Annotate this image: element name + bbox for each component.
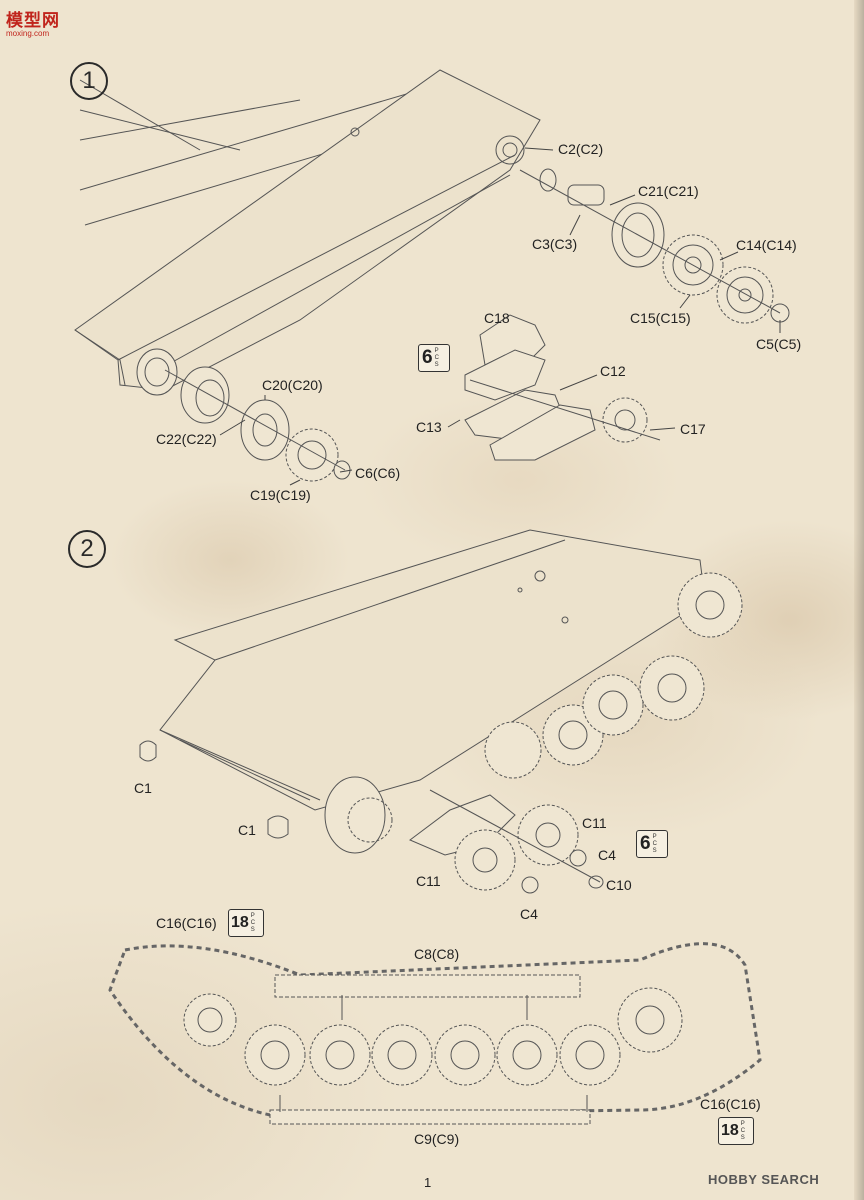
watermark: HOBBY SEARCH	[708, 1172, 820, 1187]
part-label-c3: C3(C3)	[532, 236, 578, 252]
part-label-c19: C19(C19)	[250, 487, 311, 503]
pcs-count: 18	[721, 1122, 739, 1139]
track-illustration	[108, 942, 762, 1125]
part-label-c2: C2(C2)	[558, 141, 604, 157]
page-edge-shadow	[854, 0, 864, 1200]
logo-url: moxing.com	[6, 29, 50, 38]
part-label-c9: C9(C9)	[414, 1131, 460, 1147]
step1-idler-parts	[164, 366, 351, 482]
step1-suspension-parts	[464, 314, 661, 461]
part-label-c13: C13	[416, 419, 442, 435]
part-label-c6: C6(C6)	[355, 465, 401, 481]
part-label-c1-bottom: C1	[238, 822, 256, 838]
site-logo: 模型网 moxing.com	[6, 6, 68, 38]
part-label-c5: C5(C5)	[756, 336, 802, 352]
part-label-c8: C8(C8)	[414, 946, 460, 962]
part-label-c1-left: C1	[134, 780, 152, 796]
step2-hull-illustration	[139, 529, 743, 894]
part-label-c10: C10	[606, 877, 632, 893]
page-number: 1	[424, 1175, 432, 1190]
part-label-c12: C12	[600, 363, 626, 379]
step-number-2: 2	[68, 530, 106, 568]
part-label-c14: C14(C14)	[736, 237, 797, 253]
part-label-c15: C15(C15)	[630, 310, 691, 326]
part-label-c4-right: C4	[598, 847, 616, 863]
pcs-count: 6	[422, 347, 433, 368]
logo-text: 模型网	[6, 11, 60, 31]
part-label-c11-right: C11	[582, 815, 607, 831]
pcs-count: 18	[231, 914, 249, 931]
part-label-c16-bottom: C16(C16)	[700, 1096, 761, 1112]
part-label-c16-top: C16(C16)	[156, 915, 217, 931]
step-number-1: 1	[70, 62, 108, 100]
part-label-c21: C21(C21)	[638, 183, 699, 199]
part-label-c11-left: C11	[416, 873, 441, 889]
leader-lines	[219, 147, 781, 486]
part-label-c17: C17	[680, 421, 706, 437]
step1-hull-illustration	[74, 69, 541, 396]
part-label-c20: C20(C20)	[262, 377, 323, 393]
step1-top-parts	[519, 168, 790, 324]
part-label-c22: C22(C22)	[156, 431, 217, 447]
pcs-count: 6	[640, 833, 651, 854]
part-label-c4-bottom: C4	[520, 906, 538, 922]
part-label-c18: C18	[484, 310, 510, 326]
